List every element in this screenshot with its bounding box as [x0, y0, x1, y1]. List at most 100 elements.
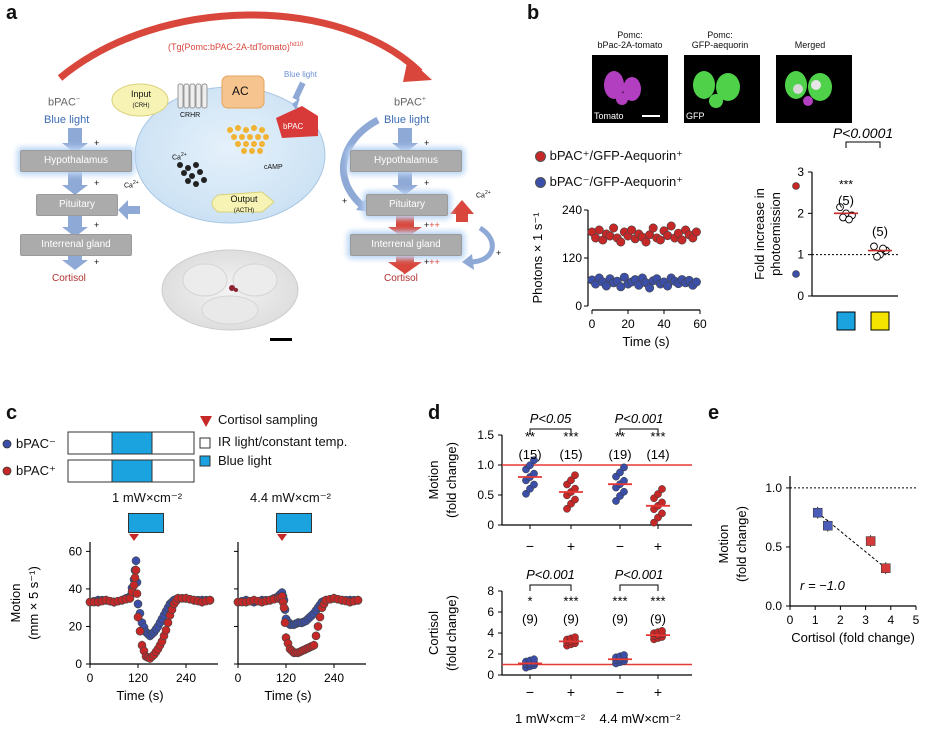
x-tick-label: 4: [887, 613, 894, 627]
transgene-arc-arrowhead: [403, 58, 432, 82]
data-point: [873, 252, 881, 261]
right-ca-label: Ca2+: [476, 190, 491, 200]
data-point: [870, 242, 878, 251]
data-point: [845, 215, 853, 224]
n-label: (15): [559, 447, 582, 462]
cell-blue-light-label: Blue light: [284, 70, 317, 79]
data-point: [658, 627, 666, 635]
data-point: [609, 223, 619, 233]
n-label: (19): [608, 447, 631, 462]
left-interrenal-box: Interrenal gland: [20, 234, 132, 256]
y-tick-label: 2: [487, 647, 494, 661]
x-tick-label: 2: [837, 613, 844, 627]
camp-label: cAMP: [264, 164, 283, 171]
legend-bpac-neg: bPAC⁻/GFP-Aequorin⁺: [535, 174, 683, 190]
c-title-2: 4.4 mW×cm⁻²: [250, 490, 331, 505]
data-point: [133, 599, 143, 609]
c-blue-box-2: [276, 513, 312, 533]
data-point: [313, 622, 323, 631]
camp-dots: [227, 125, 269, 154]
y-tick-label: 0: [75, 657, 82, 671]
gfp-label: GFP: [686, 111, 705, 121]
right-blue-light-label: Blue light: [384, 114, 430, 126]
n-label: (9): [650, 612, 666, 627]
data-point: [691, 227, 701, 237]
data-point: [530, 655, 538, 664]
blue-light-box: [836, 311, 856, 331]
x-axis-label: Time (s): [264, 688, 311, 703]
x-group-sign: +: [567, 684, 575, 700]
data-point: [353, 595, 363, 605]
pomc-cells-mark: [229, 285, 235, 291]
pvalue-bracket: [845, 141, 881, 148]
x-tick-label: 5: [913, 613, 920, 627]
input-oval: [111, 83, 169, 117]
merged-cells: [785, 71, 832, 106]
data-point: [309, 640, 319, 650]
yellow-light-box: [870, 311, 890, 331]
blue-light-icon: [199, 455, 211, 467]
protocol-diagram: [2, 416, 212, 483]
right-feedback-plus: +: [496, 248, 502, 258]
pvalue-label: P<0.001: [526, 567, 575, 582]
y-axis-label-line1: Fold increase in: [752, 188, 767, 280]
data-point: [648, 223, 658, 233]
y-tick-label: 0: [575, 299, 582, 313]
y-tick-label: 20: [69, 619, 83, 633]
x-axis-label: Time (s): [622, 334, 669, 349]
data-point: [650, 518, 658, 527]
y-axis-label-line2: (fold change): [734, 506, 749, 582]
significance-stars: ***: [650, 594, 665, 609]
data-point: [881, 563, 891, 573]
data-point: [315, 612, 325, 622]
pvalue-label: P<0.001: [615, 411, 664, 426]
x-tick-label: 120: [276, 671, 296, 685]
c-bpac-pos-label: bPAC⁺: [16, 463, 56, 478]
y-axis-label: Photons × 1 s⁻¹: [530, 212, 545, 304]
crhr-receptor: [177, 83, 208, 109]
micro-scale-bar: [642, 115, 660, 117]
c-blue-box-1: [128, 513, 164, 533]
right-cortisol-label: Cortisol: [384, 273, 418, 284]
x-group-sign: −: [616, 538, 624, 554]
pvalue-bracket: [619, 584, 659, 591]
x-axis-label: Time (s): [116, 688, 163, 703]
y-tick-label: 40: [69, 582, 83, 596]
tomato-label: Tomato: [594, 111, 624, 121]
c-bpac-neg-label: bPAC⁻: [16, 436, 56, 451]
y-axis-label-line2: (fold change): [444, 595, 459, 671]
motion-cortisol-bar-chart: 00.51.01.5**(15)−***(15)+**(19)−***(14)+…: [426, 411, 692, 726]
data-point: [655, 235, 665, 245]
x-group-label: 4.4 mW×cm⁻²: [600, 711, 682, 726]
legend-blue-dot: [535, 177, 546, 189]
data-point: [279, 603, 289, 612]
data-point: [205, 595, 215, 605]
pvalue-bracket: [619, 428, 659, 435]
y-axis-label-line2: (mm × 5 s⁻¹): [26, 566, 41, 640]
x-tick-label: 240: [324, 671, 344, 685]
cell-blue-light-arrow: [292, 81, 306, 101]
data-point: [620, 487, 628, 496]
y-tick-label: 2: [797, 206, 804, 220]
y-label-blue-dot: [792, 270, 800, 278]
y-tick-label: 1: [797, 248, 804, 262]
data-point: [620, 463, 628, 472]
cortisol-sampling-marker: [129, 534, 139, 541]
data-point: [135, 626, 145, 636]
y-axis-label-line1: Motion: [8, 583, 23, 622]
significance-stars: **: [525, 429, 535, 444]
data-point: [571, 633, 579, 642]
x-tick-label: 120: [128, 671, 148, 685]
blue-light-label: Blue light: [218, 453, 272, 468]
data-point: [654, 490, 662, 498]
x-group-label: 1 mW×cm⁻²: [515, 711, 586, 726]
x-tick-label: 60: [693, 317, 707, 331]
data-point: [567, 476, 575, 485]
n-label: (9): [522, 612, 538, 627]
data-point: [131, 556, 141, 566]
right-title: bPAC+: [394, 96, 427, 109]
left-plus-1: +: [94, 138, 100, 148]
